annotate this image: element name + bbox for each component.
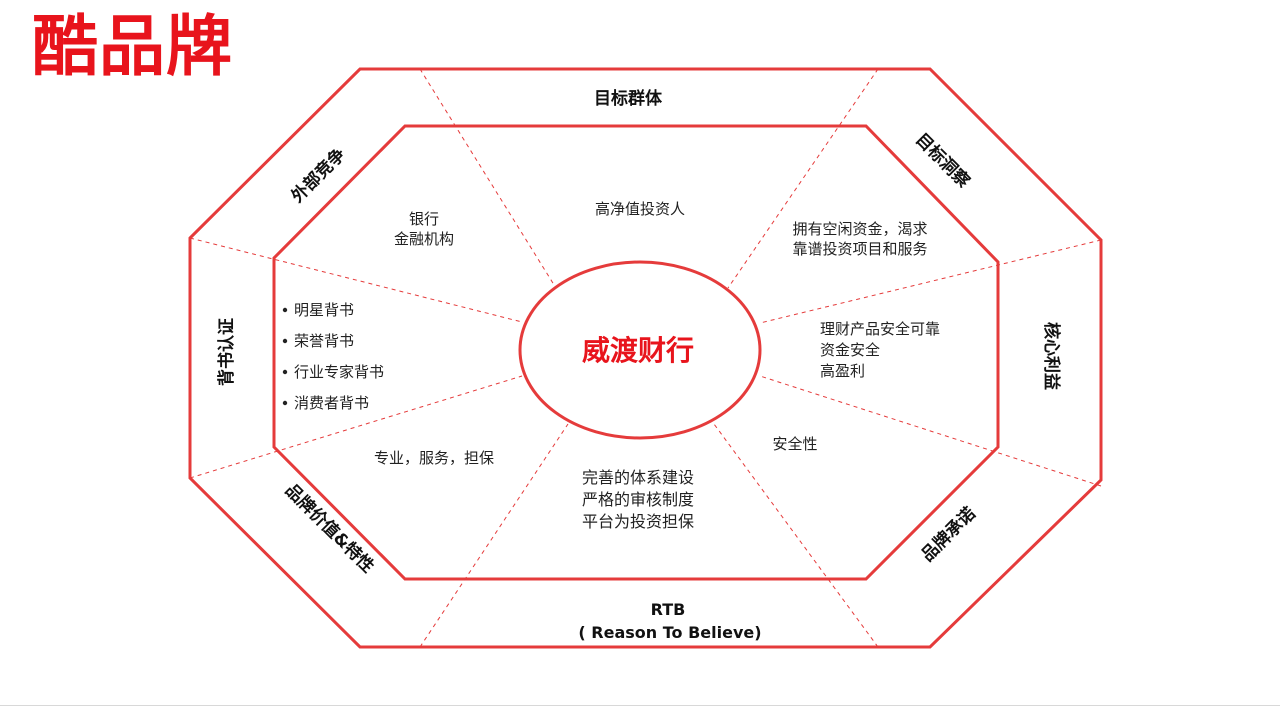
inner-top-left-2: 金融机构 [394,230,454,248]
inner-top-right-1: 拥有空闲资金，渴求 [792,220,927,238]
dashed-spokes [189,68,1102,648]
outer-label-bottom-left: 品牌价值&特性 [281,480,378,577]
outer-label-bottom-right: 品牌承诺 [917,503,980,566]
list-item: 荣誉背书 [294,332,354,350]
bullet-icon [282,400,288,406]
inner-bottom-1: 完善的体系建设 [582,468,694,487]
inner-top: 高净值投资人 [595,200,685,218]
rtb-title: RTB [651,600,686,619]
center-label: 威渡财行 [582,334,694,367]
outer-label-top-left: 外部竞争 [287,144,350,207]
center-ellipse [518,260,762,440]
bullet-icon [282,307,288,313]
inner-bottom-right: 安全性 [772,435,817,453]
inner-top-left-1: 银行 [409,210,439,228]
inner-bottom-left: 专业，服务，担保 [374,449,494,467]
page-title: 酷品牌 [32,8,233,85]
list-item: 消费者背书 [294,394,369,412]
inner-bottom-3: 平台为投资担保 [582,512,694,531]
footer-divider [0,705,1280,706]
outer-label-right: 核心利益 [1041,322,1062,390]
inner-right-1: 理财产品安全可靠 [820,320,940,338]
inner-right-2: 资金安全 [820,341,880,359]
outer-label-top: 目标群体 [594,88,663,109]
inner-top-right-2: 靠谱投资项目和服务 [792,240,927,258]
outer-octagon [188,67,1103,649]
inner-right-3: 高盈利 [820,362,865,380]
inner-octagon [272,124,1000,581]
bullet-icon [282,369,288,375]
list-item: 行业专家背书 [294,363,384,381]
inner-bottom-2: 严格的审核制度 [582,490,694,509]
endorsement-list: 明星背书 荣誉背书 行业专家背书 消费者背书 [282,301,384,412]
rtb-subtitle: ( Reason To Believe) [578,623,761,642]
outer-label-left: 背书认证 [216,318,237,386]
bullet-icon [282,338,288,344]
list-item: 明星背书 [294,301,354,319]
